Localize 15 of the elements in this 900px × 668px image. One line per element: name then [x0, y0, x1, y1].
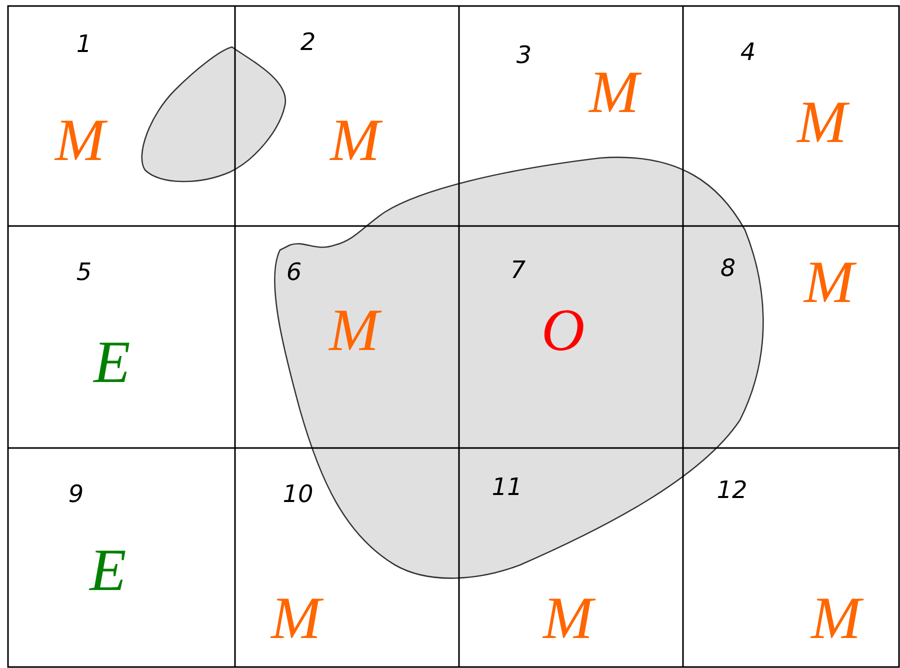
- cell-number: 10: [282, 482, 314, 506]
- cell-number: 9: [68, 482, 84, 506]
- cell-number: 12: [716, 478, 748, 502]
- cell-number: 3: [516, 43, 532, 67]
- cell-letter: E: [94, 332, 130, 392]
- cell-letter: O: [541, 300, 585, 360]
- cell-number: 2: [300, 30, 316, 54]
- cell-number: 4: [740, 40, 756, 64]
- cell-number: 7: [510, 258, 526, 282]
- cell-number: 1: [76, 32, 92, 56]
- cell-number: 5: [76, 260, 92, 284]
- cell-number: 8: [720, 256, 736, 280]
- cell-number: 6: [286, 260, 302, 284]
- cell-number: 11: [492, 475, 522, 499]
- cell-letter: E: [90, 540, 126, 600]
